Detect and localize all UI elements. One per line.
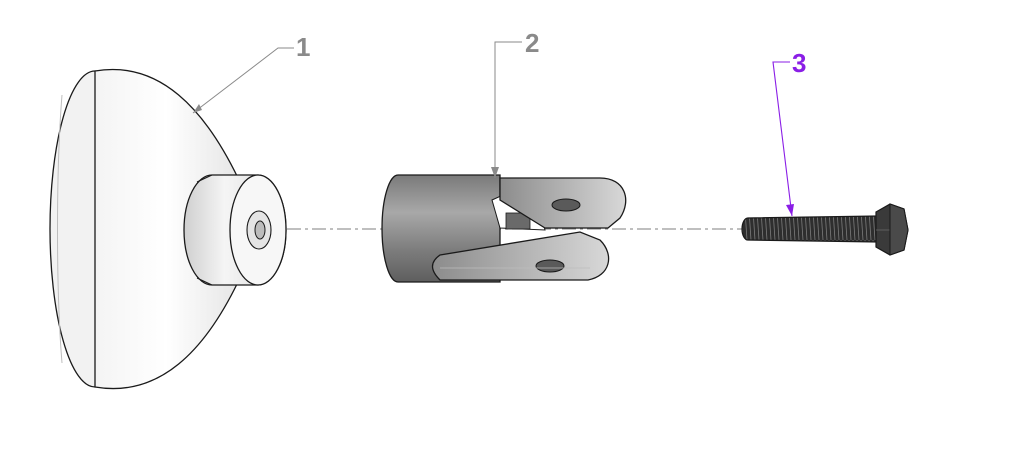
callout-2: 2 (491, 28, 539, 178)
part-1-suction-cup (49, 68, 287, 390)
callout-3: 3 (772, 48, 806, 217)
part-3-hex-bolt (741, 203, 909, 256)
callout-label-2: 2 (525, 28, 539, 58)
callout-1: 1 (192, 32, 310, 114)
callout-label-3: 3 (792, 48, 806, 78)
callout-label-1: 1 (296, 32, 310, 62)
part-2-clevis-body (381, 174, 627, 283)
